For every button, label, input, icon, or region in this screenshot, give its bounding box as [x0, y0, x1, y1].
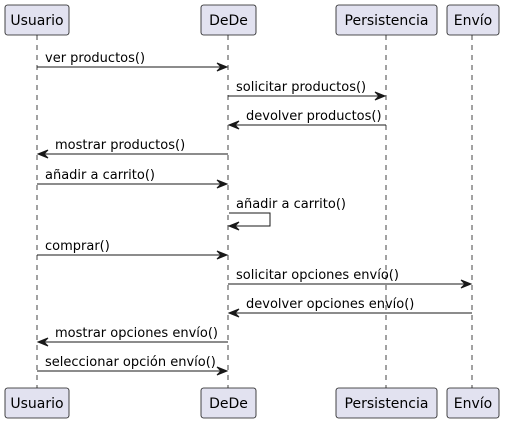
message-3: devolver productos()	[227, 109, 386, 130]
message-6: añadir a carrito()	[227, 197, 346, 231]
participant-label: Envío	[454, 396, 492, 412]
arrow-head	[216, 250, 229, 260]
message-5: añadir a carrito()	[37, 168, 229, 189]
participant-label: Persistencia	[345, 396, 429, 412]
message-label: devolver opciones envío()	[246, 297, 414, 312]
participant-envio-top: Envío	[446, 4, 500, 36]
message-label: solicitar productos()	[236, 80, 366, 95]
participant-box	[446, 387, 500, 419]
participant-persistencia-top: Persistencia	[335, 4, 438, 36]
participant-persistencia-bottom: Persistencia	[335, 387, 438, 419]
message-2: solicitar productos()	[228, 80, 387, 101]
message-9: devolver opciones envío()	[227, 297, 472, 318]
arrow-head	[374, 91, 387, 101]
arrow-head	[460, 279, 473, 289]
participant-dede-bottom: DeDe	[200, 387, 257, 419]
participant-box	[446, 4, 500, 36]
arrow-head	[227, 120, 240, 130]
participant-label: Persistencia	[345, 13, 429, 29]
participant-usuario-bottom: Usuario	[4, 387, 70, 419]
message-label: añadir a carrito()	[45, 168, 155, 183]
arrow-head	[227, 308, 240, 318]
participant-box	[200, 4, 257, 36]
participant-box	[335, 4, 438, 36]
participant-dede-top: DeDe	[200, 4, 257, 36]
participant-label: Usuario	[10, 396, 63, 412]
participant-envio-bottom: Envío	[446, 387, 500, 419]
message-label: seleccionar opción envío()	[45, 355, 216, 370]
arrow-head	[36, 149, 49, 159]
message-4: mostrar productos()	[36, 138, 228, 159]
message-8: solicitar opciones envío()	[228, 268, 473, 289]
arrow-head	[216, 62, 229, 72]
message-11: seleccionar opción envío()	[37, 355, 229, 376]
message-label: añadir a carrito()	[236, 197, 346, 212]
message-label: devolver productos()	[246, 109, 382, 124]
message-10: mostrar opciones envío()	[36, 326, 228, 347]
participant-box	[200, 387, 257, 419]
participant-box	[4, 387, 70, 419]
participant-label: Envío	[454, 13, 492, 29]
self-arrow-line	[229, 212, 271, 227]
message-7: comprar()	[37, 239, 229, 260]
arrow-head	[216, 179, 229, 189]
message-label: mostrar productos()	[55, 138, 185, 153]
message-label: mostrar opciones envío()	[55, 326, 218, 341]
arrow-head	[227, 221, 240, 231]
message-label: solicitar opciones envío()	[236, 268, 399, 283]
participant-box	[335, 387, 438, 419]
participant-box	[4, 4, 70, 36]
participant-label: Usuario	[10, 13, 63, 29]
participant-usuario-top: Usuario	[4, 4, 70, 36]
participant-label: DeDe	[209, 396, 248, 412]
arrow-head	[36, 337, 49, 347]
message-label: comprar()	[45, 239, 110, 254]
message-label: ver productos()	[45, 51, 145, 66]
message-1: ver productos()	[37, 51, 229, 72]
participant-label: DeDe	[209, 13, 248, 29]
arrow-head	[216, 366, 229, 376]
